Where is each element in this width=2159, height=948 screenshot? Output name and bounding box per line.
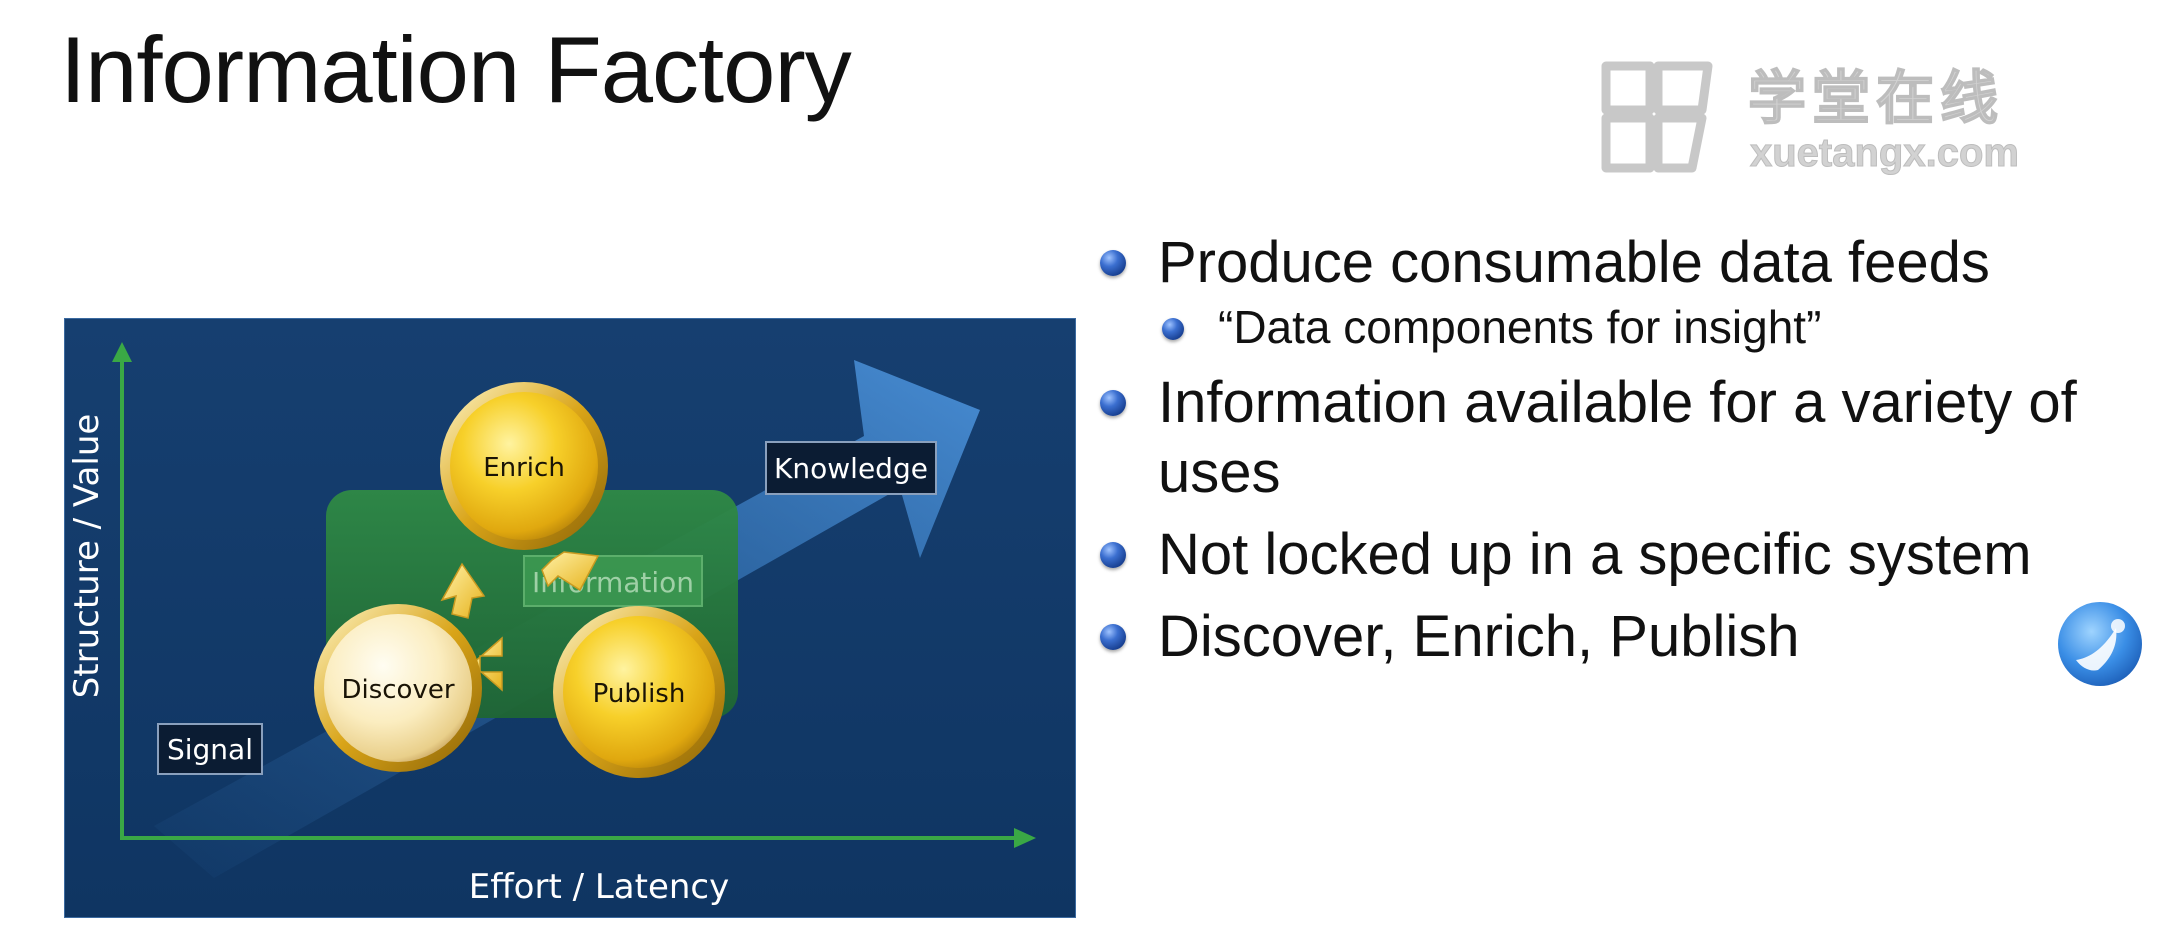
enrich-to-publish-chevron-icon — [541, 551, 600, 592]
bullet-text: Not locked up in a specific system — [1158, 522, 2032, 587]
bullet-text: Produce consumable data feeds — [1158, 230, 1990, 295]
bullet-dot-icon — [1100, 390, 1126, 416]
bullet-list: Produce consumable data feeds “Data comp… — [1100, 228, 2110, 672]
slide-title: Information Factory — [60, 17, 852, 122]
sub-bullet-text: “Data components for insight” — [1218, 301, 1822, 353]
bullet-text: Information available for a variety of u… — [1158, 370, 2077, 505]
discover-node-label: Discover — [341, 675, 454, 705]
bullet-dot-icon — [1162, 318, 1184, 340]
knowledge-label: Knowledge — [774, 452, 928, 485]
xuetangx-watermark: 学堂在线 xuetangx.com — [1601, 61, 2019, 176]
discover-to-enrich-chevron-icon — [440, 562, 486, 619]
sub-bullet-item: “Data components for insight” — [1100, 298, 2110, 356]
x-axis-arrowhead — [1014, 828, 1036, 848]
axes — [120, 348, 1028, 840]
bullet-text: Discover, Enrich, Publish — [1158, 604, 1800, 669]
bullet-item: Information available for a variety of u… — [1100, 368, 2110, 508]
player-logo-icon[interactable] — [2056, 600, 2144, 688]
enrich-node: Enrich — [440, 382, 608, 550]
enrich-node-label: Enrich — [483, 453, 565, 483]
x-axis-label: Effort / Latency — [469, 867, 729, 907]
bullet-item: Discover, Enrich, Publish — [1100, 602, 2110, 672]
xuetangx-logo-icon — [1601, 61, 1713, 173]
discover-node: Discover — [314, 604, 482, 772]
bullet-dot-icon — [1100, 542, 1126, 568]
watermark-domain: xuetangx.com — [1750, 131, 2019, 175]
bullet-item: Produce consumable data feeds — [1100, 228, 2110, 298]
bullet-dot-icon — [1100, 250, 1126, 276]
watermark-name: 学堂在线 — [1748, 64, 2004, 132]
y-axis-arrowhead — [112, 342, 132, 362]
bullet-dot-icon — [1100, 624, 1126, 650]
publish-node: Publish — [553, 606, 725, 778]
bullet-item: Not locked up in a specific system — [1100, 520, 2110, 590]
information-factory-diagram: Structure / Value Effort / Latency Infor… — [64, 318, 1076, 918]
signal-label: Signal — [167, 733, 253, 766]
publish-node-label: Publish — [593, 679, 686, 709]
y-axis-label: Structure / Value — [67, 414, 107, 699]
knowledge-label-box — [765, 441, 937, 495]
signal-label-box — [157, 723, 263, 775]
